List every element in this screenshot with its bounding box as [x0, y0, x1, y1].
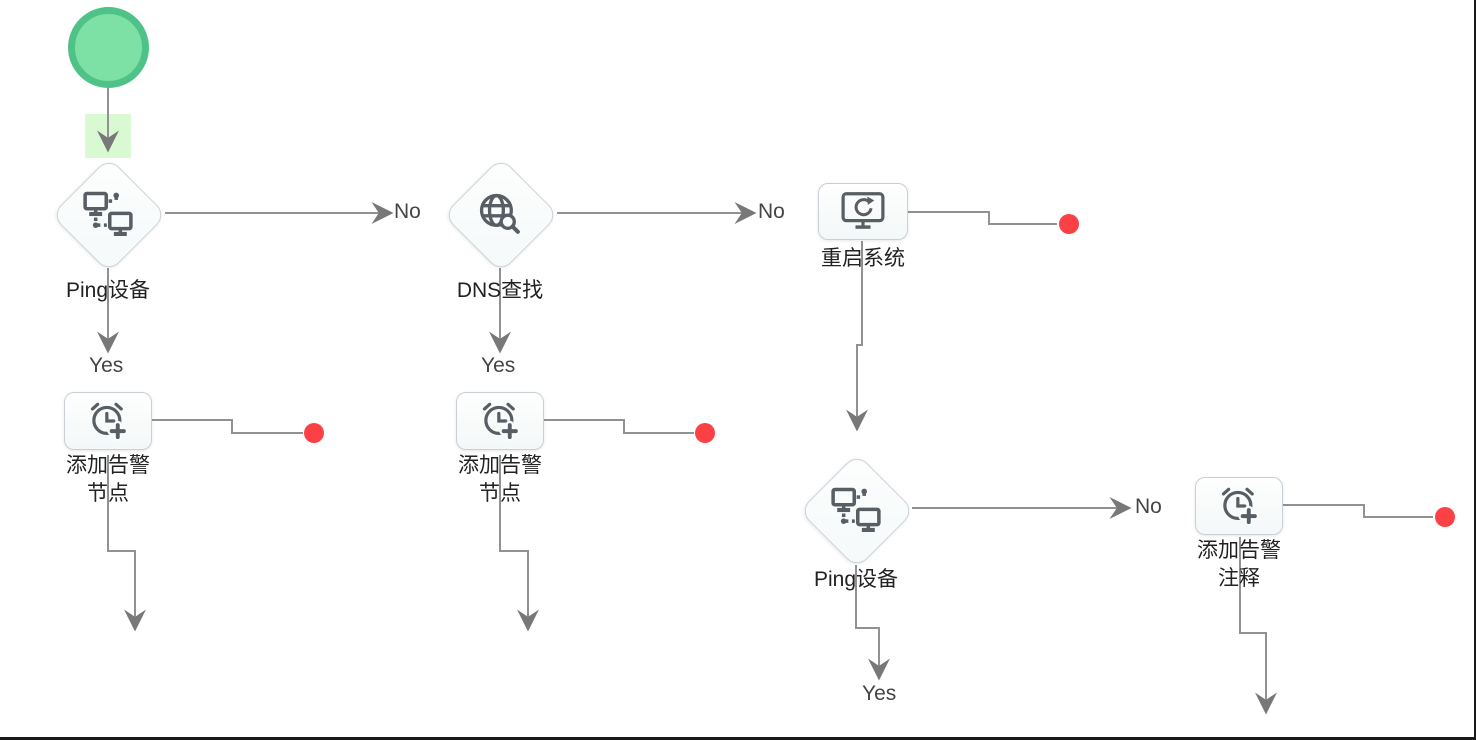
edge-comment-down	[1239, 537, 1277, 715]
node-add-alarm-node-1[interactable]	[64, 392, 152, 450]
edge-alarm2-down	[499, 455, 539, 632]
node-label-add-alarm-node-1: 添加告警 节点	[28, 452, 188, 508]
edge-alarm2-to-end2	[544, 419, 694, 434]
node-dns-lookup[interactable]	[443, 157, 559, 273]
edge-label-yes-3: Yes	[862, 682, 897, 705]
node-label-restart-system: 重启系统	[821, 247, 905, 270]
node-restart-system[interactable]	[818, 183, 908, 240]
label-line-1: 添加告警	[1197, 539, 1281, 562]
network-computers-icon	[831, 487, 881, 533]
window-border-right	[1474, 0, 1476, 740]
monitor-refresh-icon	[841, 192, 885, 229]
node-add-alarm-node-2[interactable]	[456, 392, 544, 450]
end-node-1[interactable]	[304, 423, 324, 443]
edge-label-no-3: No	[1135, 495, 1162, 518]
node-label-add-alarm-comment: 添加告警 注释	[1159, 537, 1319, 593]
edge-restart-to-end3	[908, 211, 1057, 225]
node-label-add-alarm-node-2: 添加告警 节点	[420, 452, 580, 508]
node-add-alarm-comment[interactable]	[1195, 477, 1283, 535]
end-node-4[interactable]	[1435, 507, 1455, 527]
edge-restart-to-ping2	[846, 241, 868, 432]
network-computers-icon	[83, 191, 133, 237]
node-label-ping-device-1: Ping设备	[65, 279, 151, 302]
window-border-bottom	[0, 737, 1476, 740]
edge-ping2-yes-down	[855, 565, 890, 681]
end-node-3[interactable]	[1059, 214, 1079, 234]
edge-alarm1-to-end1	[152, 419, 303, 434]
edge-alarm1-down	[107, 455, 146, 632]
label-line-2: 注释	[1218, 567, 1260, 590]
node-ping-device-1[interactable]	[51, 157, 167, 273]
alarm-clock-plus-icon	[482, 402, 521, 442]
edge-label-yes-2: Yes	[481, 354, 516, 377]
edge-label-no-1: No	[394, 200, 421, 223]
edge-label-no-2: No	[758, 200, 785, 223]
alarm-clock-plus-icon	[1221, 487, 1260, 527]
edge-label-yes-1: Yes	[89, 354, 124, 377]
end-node-2[interactable]	[695, 423, 715, 443]
node-ping-device-2[interactable]	[799, 453, 915, 569]
label-line-2: 节点	[87, 482, 129, 505]
edge-comment-to-end4	[1283, 504, 1433, 518]
label-line-1: 添加告警	[458, 454, 542, 477]
node-label-ping-device-2: Ping设备	[813, 568, 899, 591]
start-node[interactable]	[68, 7, 149, 88]
label-line-1: 添加告警	[66, 454, 150, 477]
globe-search-icon	[479, 193, 520, 234]
label-line-2: 节点	[479, 482, 521, 505]
alarm-clock-plus-icon	[90, 402, 129, 442]
node-label-dns-lookup: DNS查找	[456, 279, 544, 302]
